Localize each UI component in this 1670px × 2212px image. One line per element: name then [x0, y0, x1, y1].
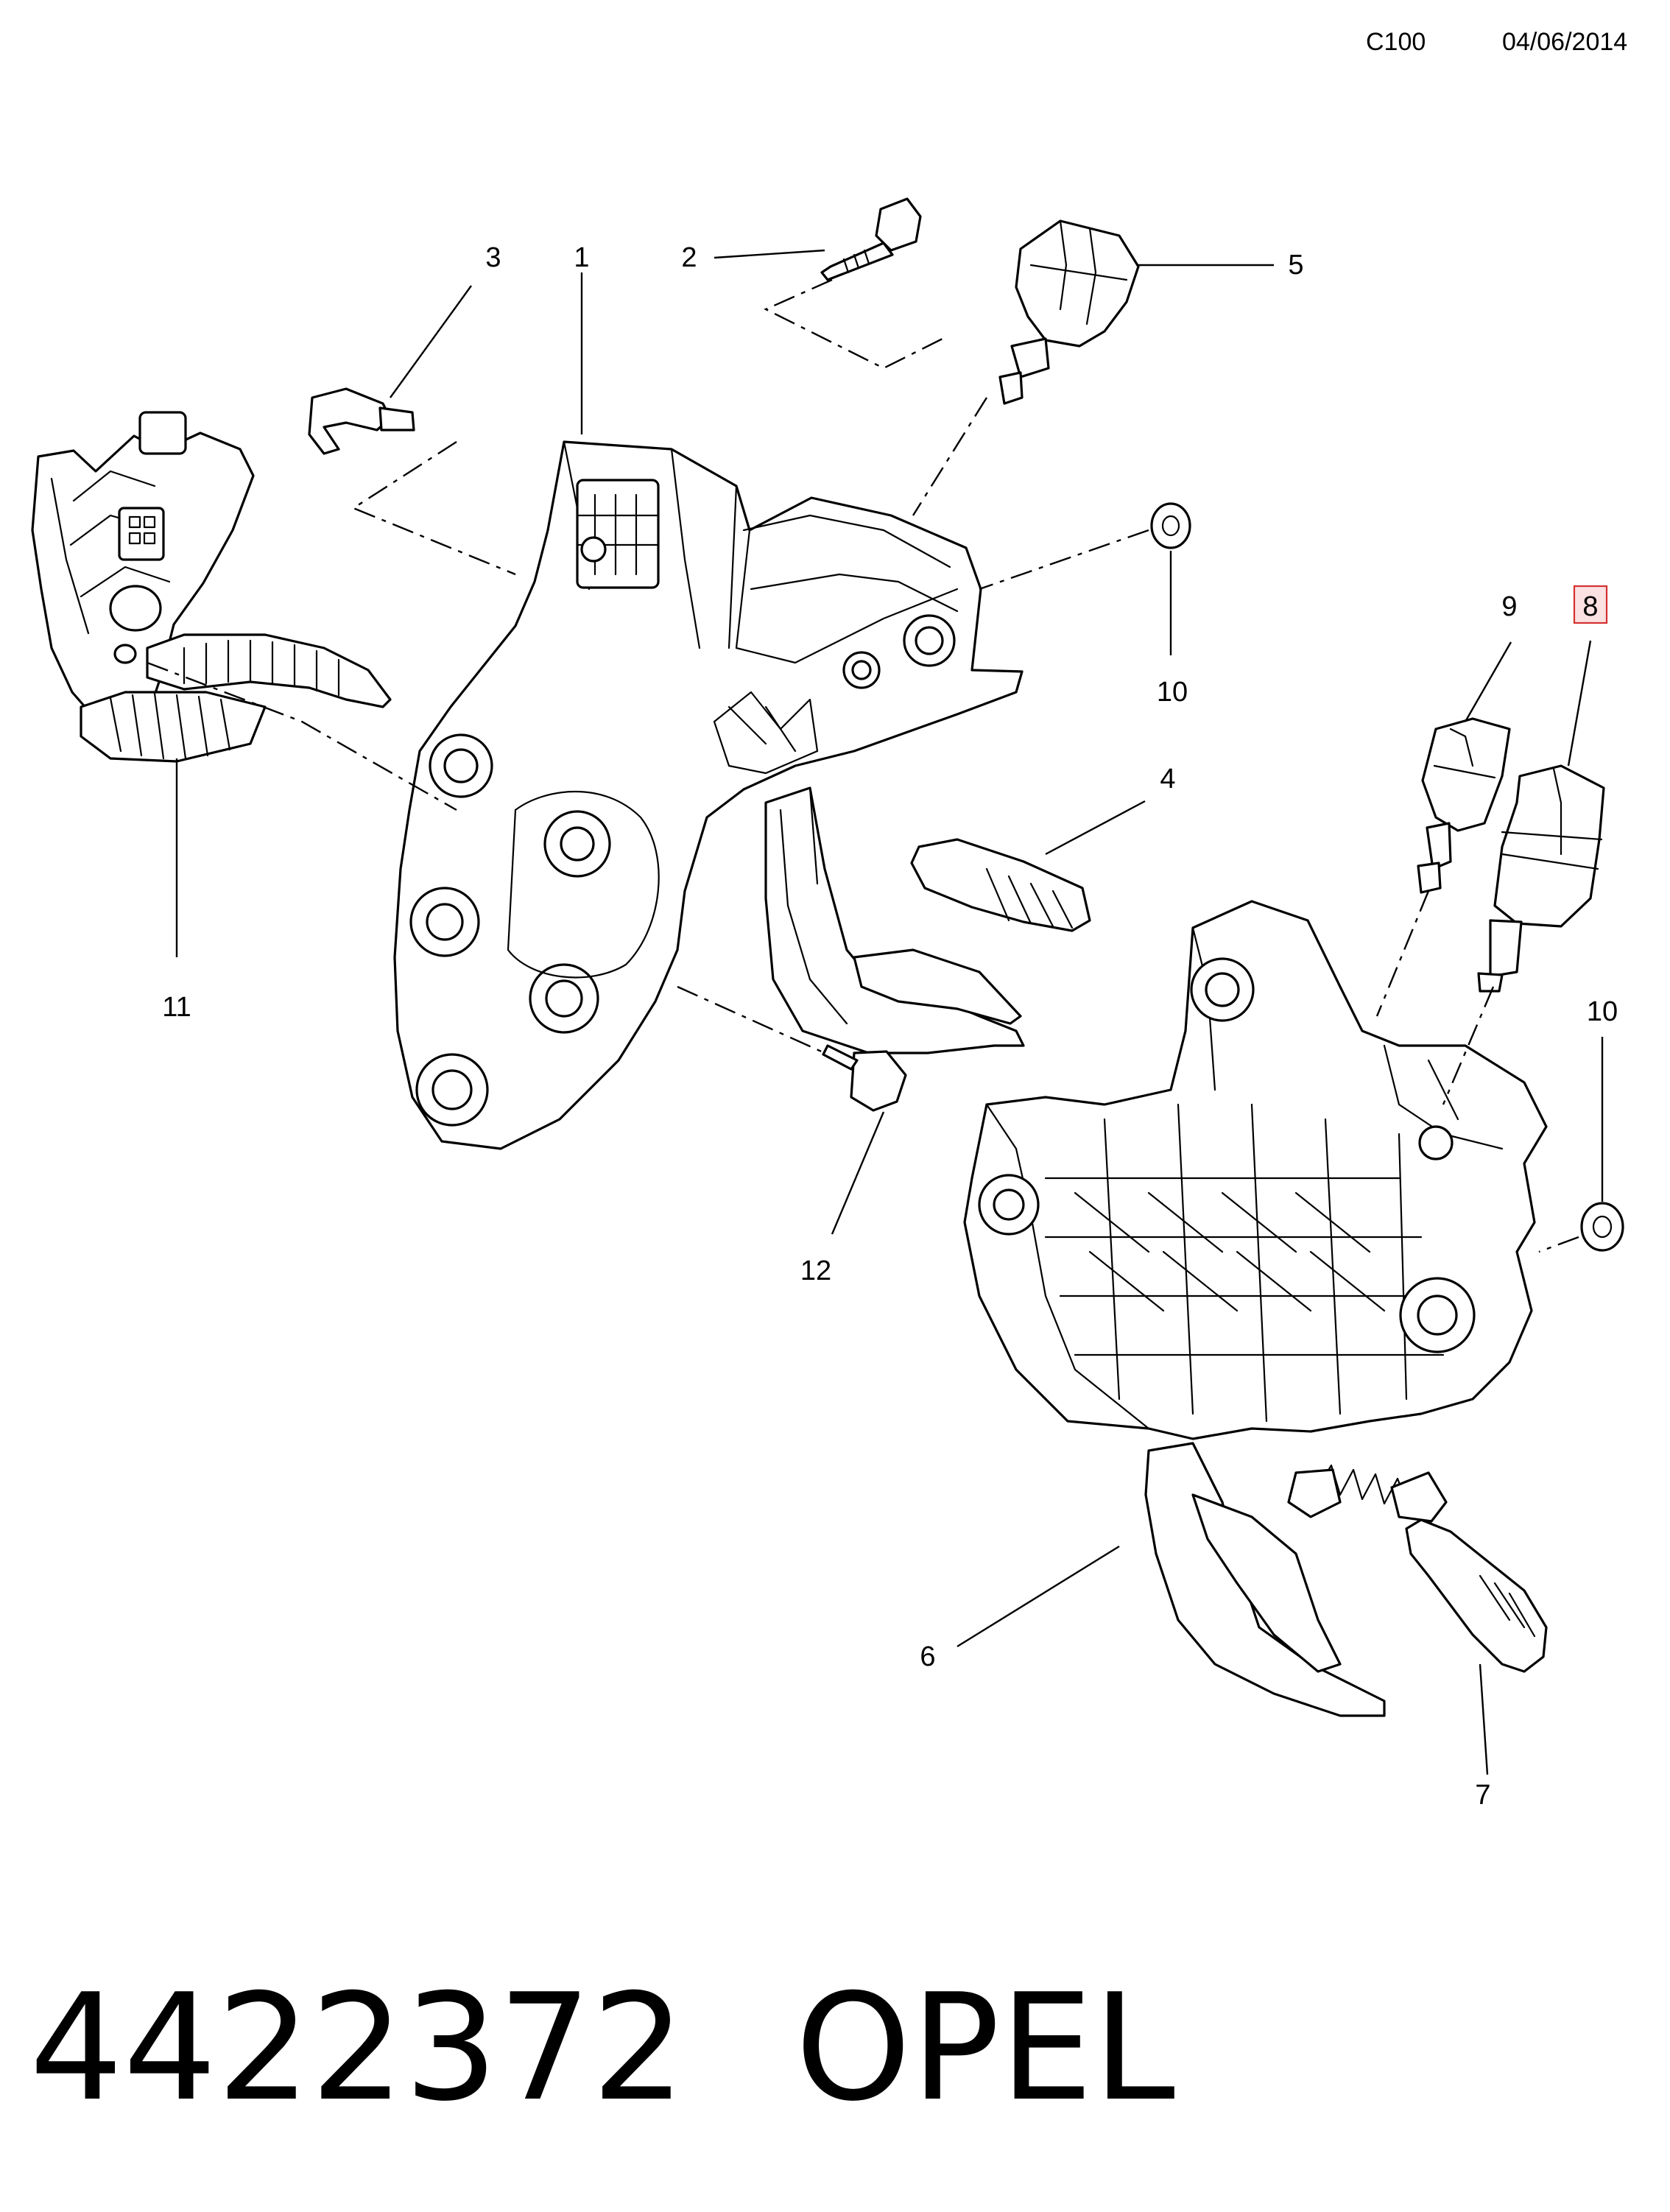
- callout-10-upper[interactable]: 10: [1157, 677, 1188, 708]
- part-brake-pedal-arm-left[interactable]: [764, 786, 1025, 1054]
- callout-8[interactable]: 8: [1582, 591, 1598, 622]
- part-clutch-pedal-arm[interactable]: [1144, 1442, 1448, 1717]
- part-switch-8[interactable]: [1477, 764, 1605, 993]
- part-clutch-pedal-pad[interactable]: [1405, 1518, 1548, 1673]
- part-clip-3[interactable]: [308, 387, 415, 455]
- callout-12[interactable]: 12: [800, 1255, 831, 1286]
- part-accelerator-pedal[interactable]: [31, 411, 392, 763]
- header-code: C100: [1366, 28, 1426, 56]
- callout-9[interactable]: 9: [1501, 591, 1517, 622]
- part-switch-9[interactable]: [1417, 717, 1511, 894]
- callout-2[interactable]: 2: [681, 242, 697, 273]
- part-nut-10-upper[interactable]: [1150, 502, 1191, 549]
- part-number: 4422372: [29, 1962, 686, 2134]
- callout-7[interactable]: 7: [1475, 1780, 1490, 1811]
- callout-11[interactable]: 11: [162, 992, 191, 1023]
- callout-1[interactable]: 1: [574, 242, 589, 273]
- leader-lines: [175, 249, 1604, 1775]
- callout-3[interactable]: 3: [485, 242, 501, 273]
- callout-10-lower[interactable]: 10: [1587, 996, 1618, 1027]
- callouts: 1 2 3 4 5 6 7 8 9 10 10 11 12: [162, 242, 1618, 1811]
- callout-8-highlight[interactable]: 8: [1573, 585, 1608, 624]
- part-bolt-2[interactable]: [820, 197, 922, 281]
- part-bolt-12[interactable]: [822, 1044, 907, 1112]
- callout-4[interactable]: 4: [1160, 764, 1175, 795]
- part-nut-10-lower[interactable]: [1580, 1202, 1624, 1252]
- part-switch-5[interactable]: [998, 219, 1140, 405]
- header-date: 04/06/2014: [1502, 28, 1627, 56]
- callout-5[interactable]: 5: [1288, 250, 1303, 281]
- brand-name: OPEL: [795, 1962, 1175, 2134]
- part-pedal-pad[interactable]: [910, 838, 1091, 932]
- assembly-lines: [147, 278, 1579, 1253]
- part-clutch-bracket[interactable]: [963, 900, 1548, 1440]
- part-pedal-bracket[interactable]: [393, 440, 1024, 1150]
- callout-6[interactable]: 6: [920, 1641, 935, 1672]
